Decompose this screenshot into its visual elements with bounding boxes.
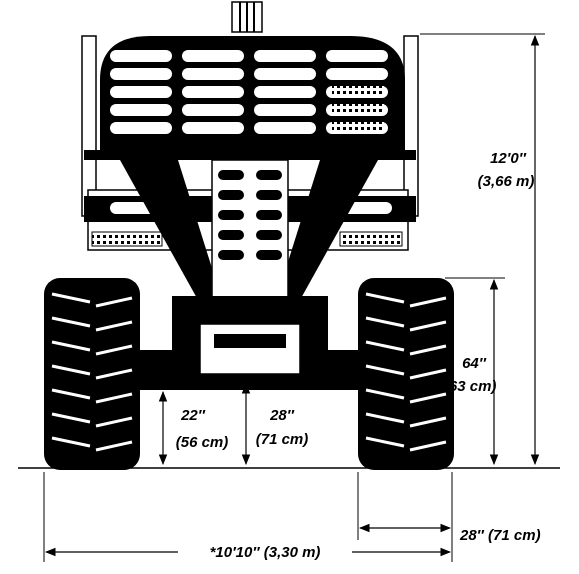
tire-width-dimension: 28″ (71 cm)	[357, 472, 541, 544]
tire-width-label: 28″ (71 cm)	[459, 527, 541, 544]
tire-width-metric: (71 cm)	[488, 527, 541, 544]
overall-width-dimension: *10′10″ (3,30 m)	[43, 472, 453, 562]
overall-height-imperial: 12′0″	[490, 150, 527, 167]
right-post	[403, 35, 419, 217]
center-clearance-metric: (71 cm)	[256, 431, 309, 448]
frame-height-dimension: 64″ (163 cm)	[436, 277, 505, 466]
axle-clearance-metric: (56 cm)	[176, 434, 229, 451]
overall-width-label: *10′10″ (3,30 m)	[210, 544, 321, 561]
tire-width-imperial: 28″	[459, 527, 485, 544]
left-tire	[44, 278, 140, 470]
deck-rail	[84, 150, 416, 160]
boom-frame	[120, 159, 378, 301]
left-post	[81, 35, 97, 217]
frame-height-metric: (163 cm)	[436, 378, 497, 395]
axle-clearance-imperial: 22″	[180, 407, 206, 424]
axle-housing	[136, 296, 364, 390]
axle-clearance-dimension: 22″ (56 cm)	[158, 390, 229, 466]
right-tire	[358, 278, 454, 470]
overall-width-metric: (3,30 m)	[264, 544, 321, 561]
operator-cage	[100, 36, 405, 150]
frame-height-imperial: 64″	[462, 355, 487, 372]
overall-height-metric: (3,66 m)	[478, 173, 535, 190]
mast	[231, 1, 263, 33]
center-clearance-dimension: 28″ (71 cm)	[241, 382, 309, 466]
overall-width-imperial: *10′10″	[210, 544, 261, 561]
overall-height-dimension: 12′0″ (3,66 m)	[420, 33, 545, 466]
center-clearance-imperial: 28″	[269, 407, 295, 424]
